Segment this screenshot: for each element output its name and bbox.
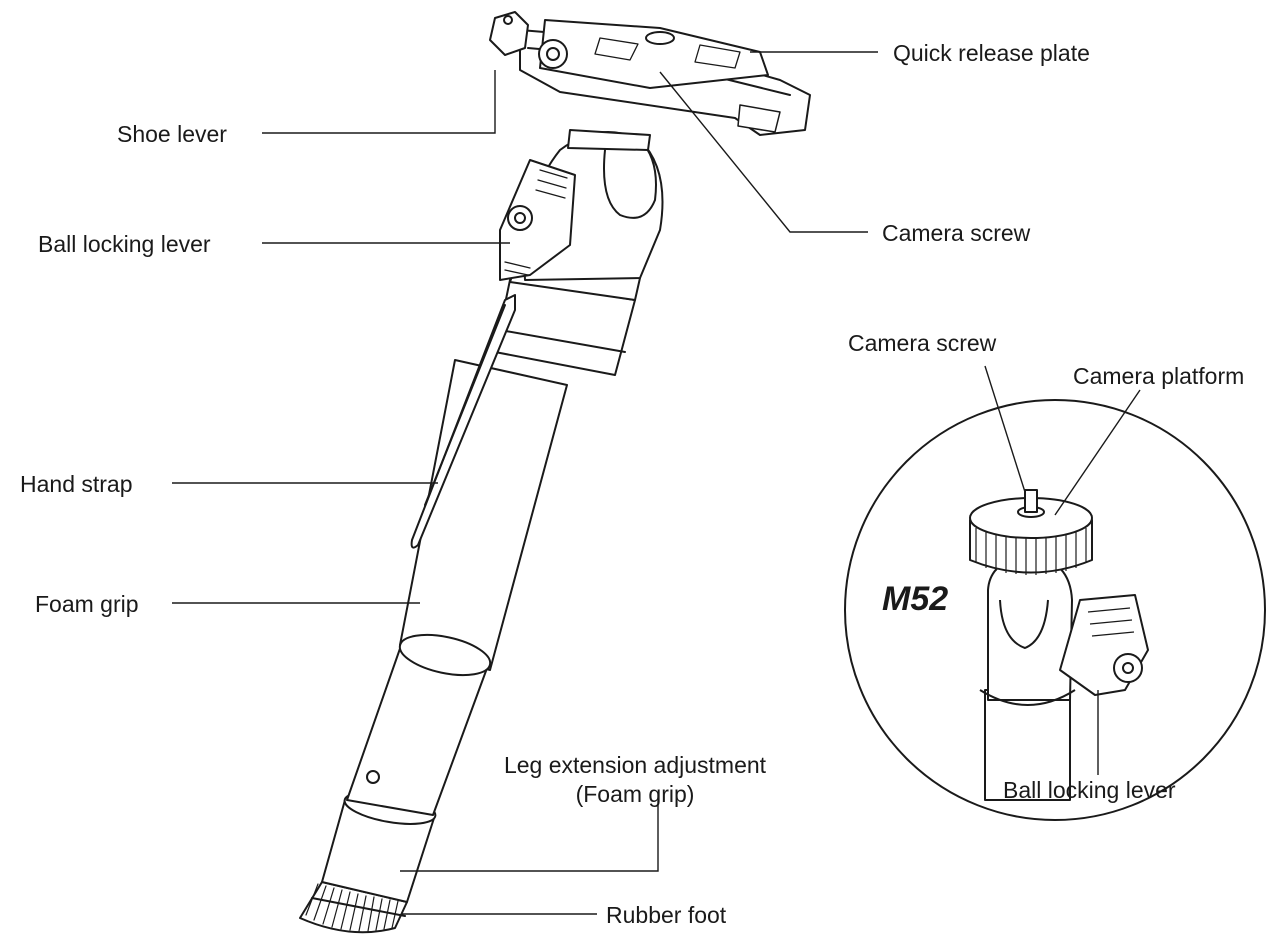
label-rubber-foot: Rubber foot bbox=[606, 902, 727, 928]
label-model-m52: M52 bbox=[882, 580, 949, 618]
label-ball-locking-lever: Ball locking lever bbox=[38, 231, 211, 257]
label-inset-ball-locking-lever: Ball locking lever bbox=[1003, 777, 1176, 803]
label-foam-grip: Foam grip bbox=[35, 591, 139, 617]
label-inset-camera-platform: Camera platform bbox=[1073, 363, 1245, 389]
label-leg-extension-line2: (Foam grip) bbox=[575, 781, 695, 807]
label-inset-camera-screw: Camera screw bbox=[848, 330, 997, 356]
label-quick-release-plate: Quick release plate bbox=[893, 40, 1090, 66]
quick-release-part bbox=[489, 11, 811, 136]
leader-lines bbox=[172, 51, 878, 915]
inset-detail bbox=[844, 399, 1266, 821]
label-hand-strap: Hand strap bbox=[20, 471, 133, 497]
ball-lever-part bbox=[499, 159, 576, 281]
hand-strap-part bbox=[410, 294, 516, 549]
inset-leader-lines bbox=[984, 365, 1141, 775]
label-leg-extension-line1: Leg extension adjustment bbox=[503, 752, 767, 778]
label-shoe-lever: Shoe lever bbox=[117, 121, 227, 147]
foam-grip-part bbox=[398, 359, 568, 677]
label-camera-screw: Camera screw bbox=[882, 220, 1031, 246]
rubber-foot-part bbox=[299, 881, 408, 934]
